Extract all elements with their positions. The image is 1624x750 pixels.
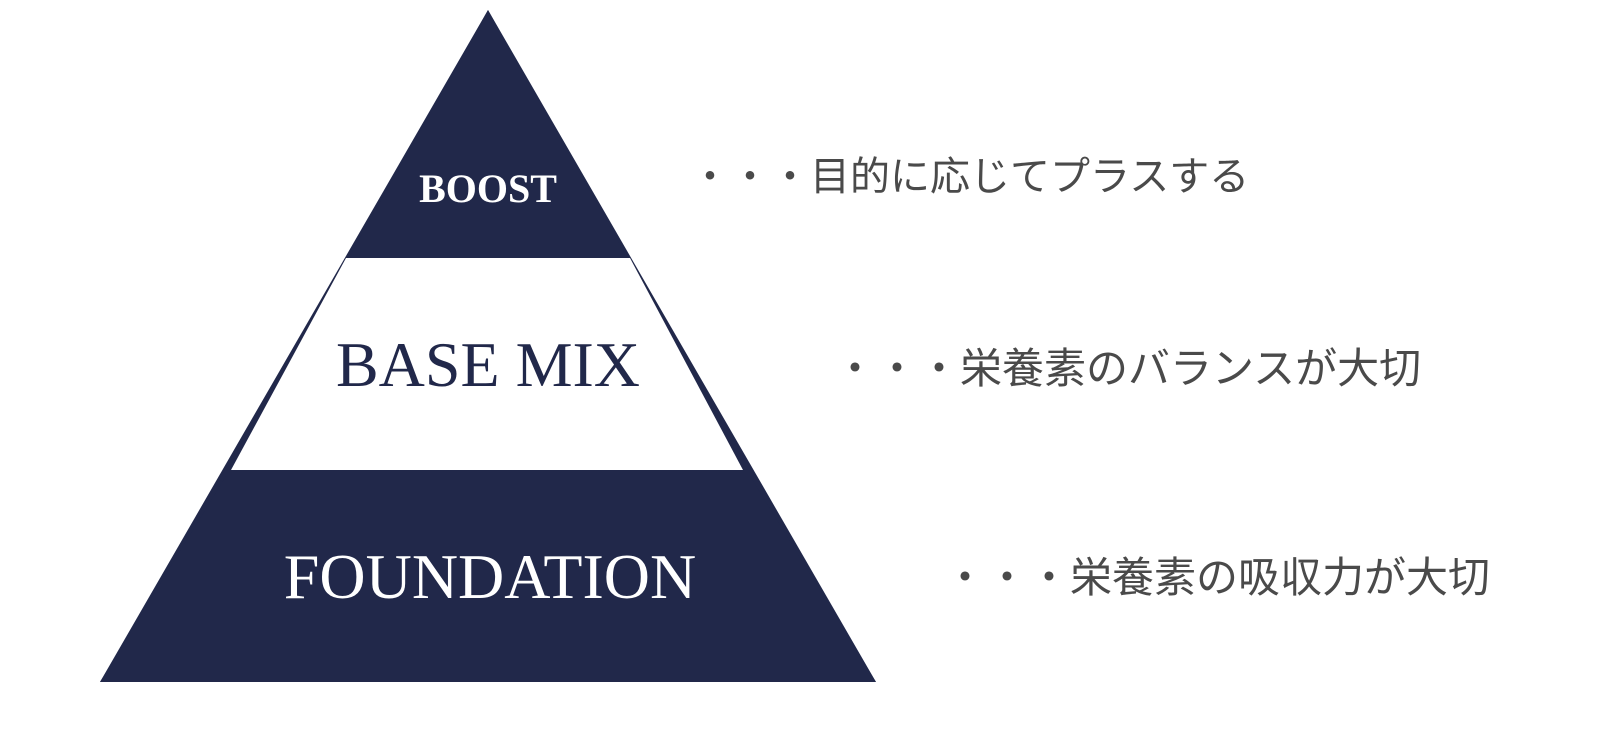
tier-foundation-shape: [100, 476, 876, 682]
tier-base-mix-description: ・・・栄養素のバランスが大切: [834, 344, 1421, 393]
tier-boost-shape: [352, 10, 624, 252]
tier-foundation-description: ・・・栄養素の吸収力が大切: [944, 553, 1490, 602]
tier-boost-description: ・・・目的に応じてプラスする: [690, 154, 1249, 200]
tier-foundation-label: FOUNDATION: [284, 541, 696, 612]
tier-base-mix-shape: [231, 258, 743, 470]
tier-boost-label: BOOST: [419, 166, 557, 211]
tier-base-mix-label: BASE MIX: [336, 329, 640, 400]
